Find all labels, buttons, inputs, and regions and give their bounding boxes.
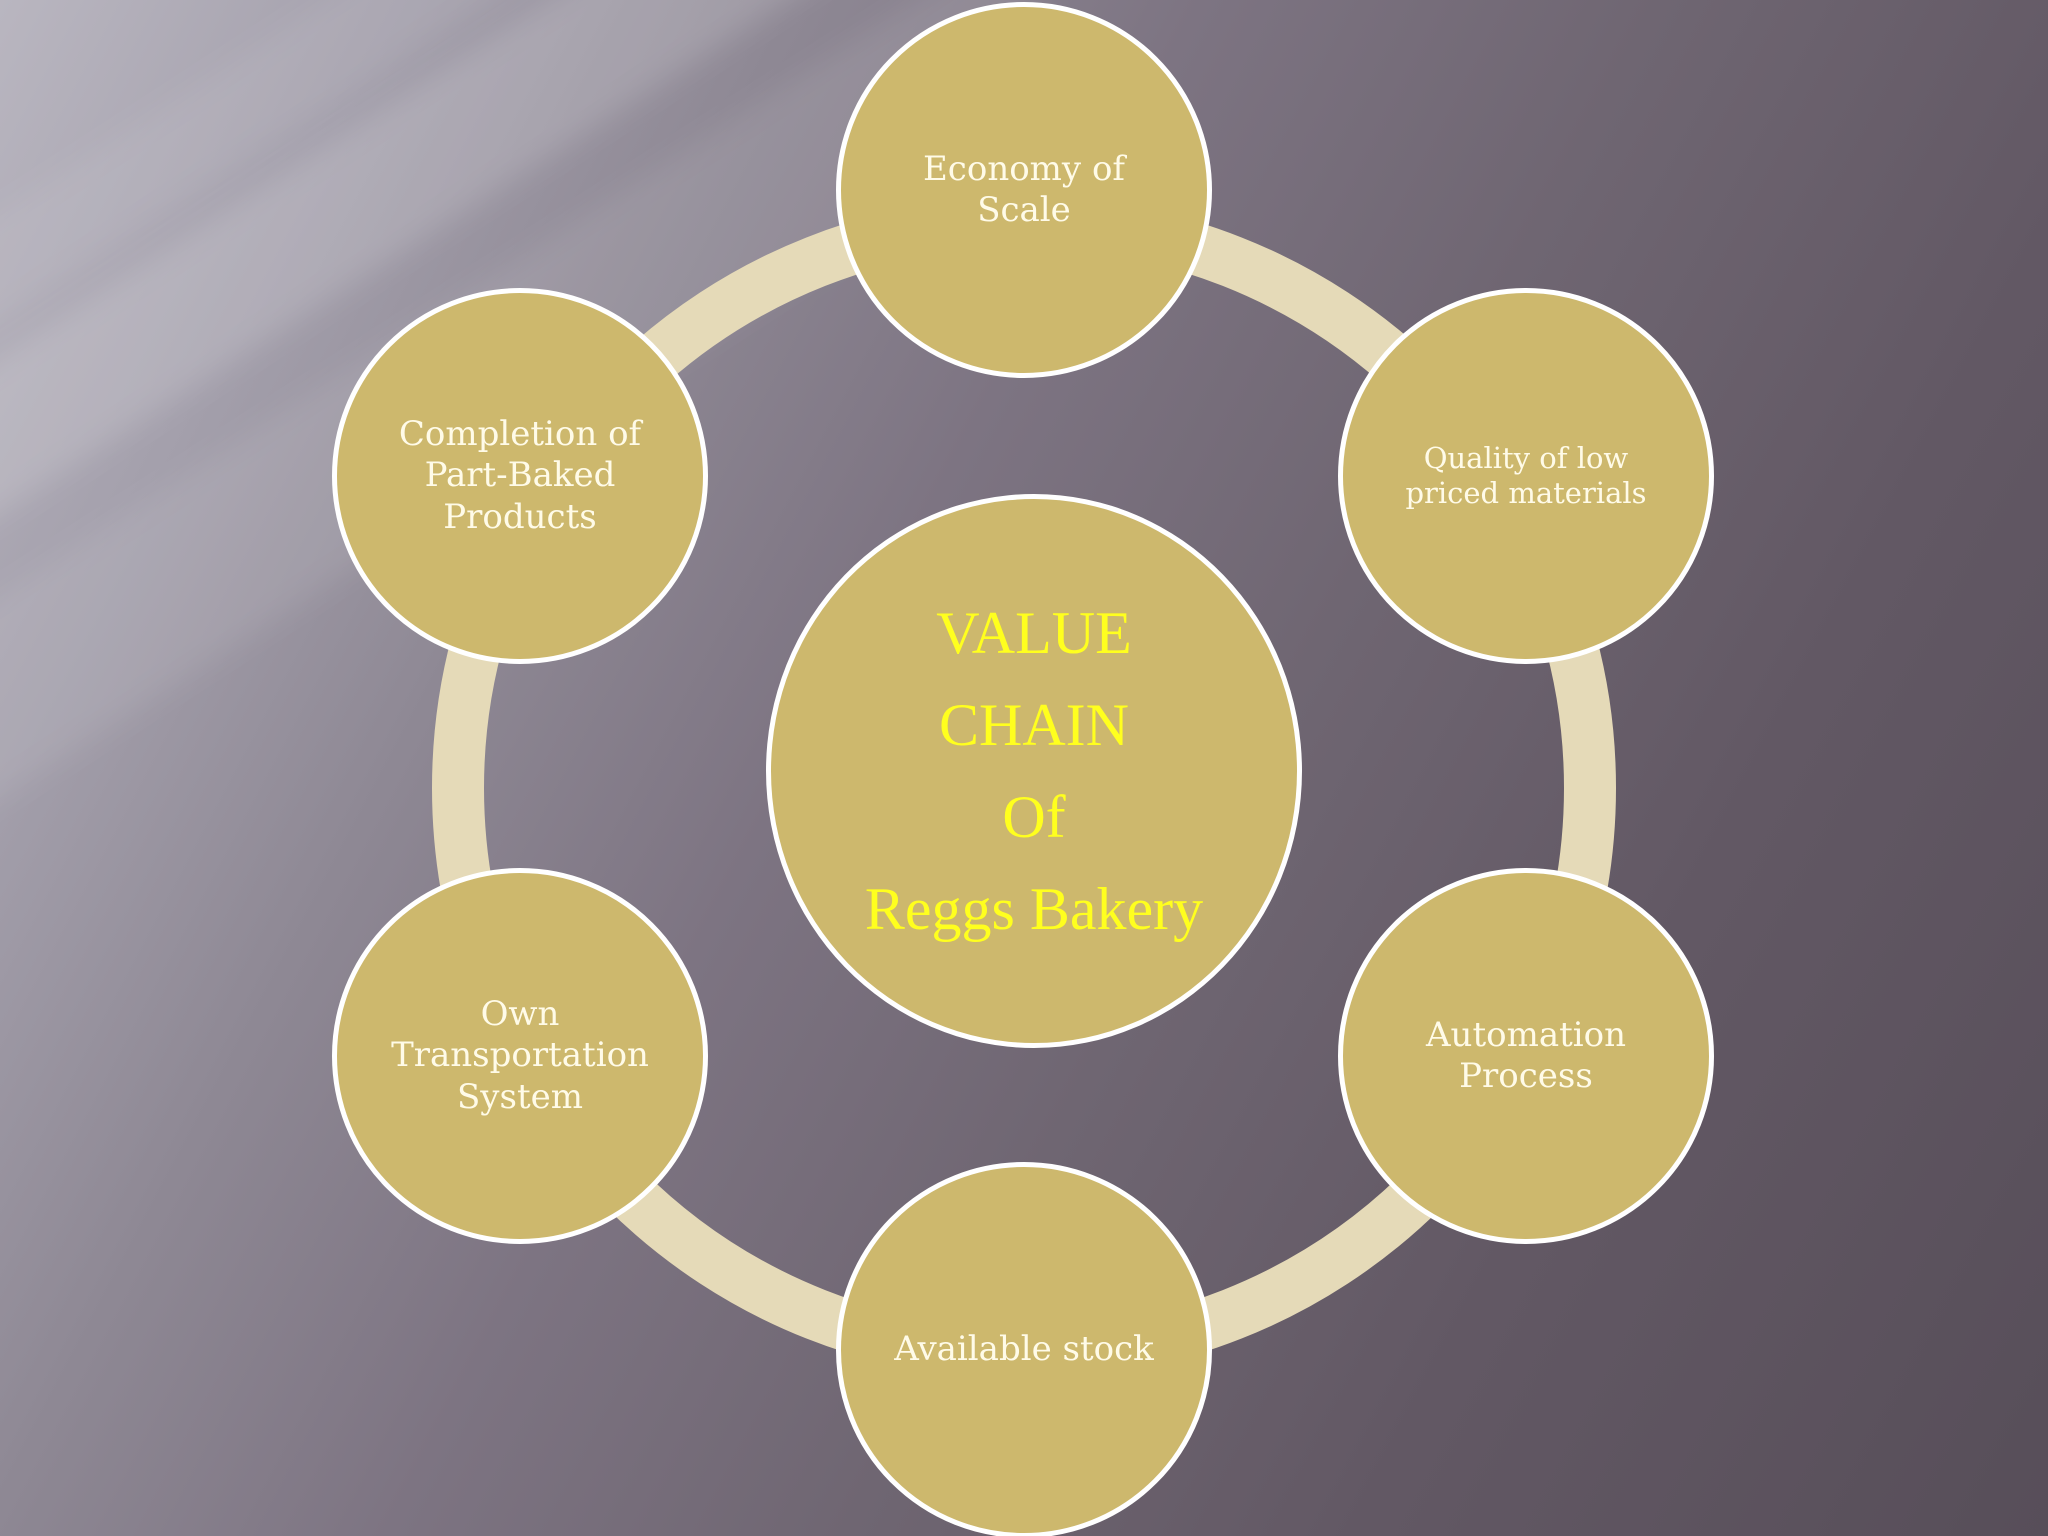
node-label: Automation Process: [1426, 1014, 1626, 1096]
node-label: Completion of Part-Baked Products: [398, 413, 642, 537]
node-part-baked-products: Completion of Part-Baked Products: [332, 288, 708, 664]
node-automation-process: Automation Process: [1338, 868, 1714, 1244]
node-label: Available stock: [894, 1329, 1154, 1370]
node-label: Quality of low priced materials: [1405, 440, 1647, 510]
node-label: Economy of Scale: [922, 148, 1125, 230]
center-title: VALUE CHAIN Of Reggs Bakery: [864, 600, 1204, 942]
node-available-stock: Available stock: [836, 1162, 1212, 1536]
node-label: Own Transportation System: [391, 993, 649, 1117]
center-circle: VALUE CHAIN Of Reggs Bakery: [766, 494, 1302, 1048]
node-quality-of-materials: Quality of low priced materials: [1338, 288, 1714, 664]
node-economy-of-scale: Economy of Scale: [836, 2, 1212, 378]
node-own-transportation: Own Transportation System: [332, 868, 708, 1244]
